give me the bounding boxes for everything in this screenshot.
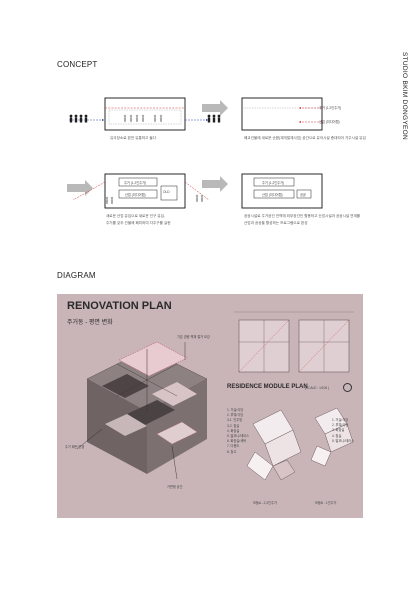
row2-right-caption-1: 공공시설로 주거공간 전역에 외부공간인 활용하고 산업시설과 공공시설 연계를 xyxy=(244,214,361,218)
arrow-right-icon xyxy=(202,100,228,116)
callout-bottom: 가변형 공간 xyxy=(167,485,183,489)
renovation-title: RENOVATION PLAN xyxy=(67,300,172,312)
module-a-plan xyxy=(246,409,302,481)
row2-box-old: OLD xyxy=(163,190,170,194)
legend-item: 2. 부엌/식당 xyxy=(332,423,349,428)
row2-left-diagram xyxy=(72,173,210,209)
concept-diagram xyxy=(67,97,323,209)
diagram-panel: RENOVATION PLAN 주거동 - 평면 변화 기존 경량 벽체 철거 … xyxy=(57,294,363,518)
diagram-title: DIAGRAM xyxy=(57,271,96,280)
row1-label-industry: 산업 (미디어랩) xyxy=(319,120,340,124)
callout-left: 주거 패턴 변경 xyxy=(65,445,85,449)
module-b-legend: 1. 거실/식당 2. 부엌/식당 3. 화장실 4. 침실 5. 발코니/테라… xyxy=(332,418,354,444)
legend-item: 5. 발코니/테라스 xyxy=(332,438,355,443)
module-b-label: 모듈B - 1인주거 xyxy=(315,501,337,505)
arrow-right-icon xyxy=(67,180,93,196)
floor-plans-top xyxy=(234,311,354,373)
row2-right-diagram xyxy=(241,173,323,209)
row2-left-caption-2: 주거를 갖추 간물에 폐치하여 자주구를 실현 xyxy=(106,221,171,225)
row2-right-housing: 주거 (1,2인주거) xyxy=(262,181,285,185)
legend-item: 5. 발코니/테라스 xyxy=(227,434,250,439)
row1-right-caption: 폐교건물에 새로운 순환(재개발재사업) 공간으로 유아시설 증대되어 거주시설… xyxy=(244,136,366,140)
people-icon xyxy=(207,114,221,123)
row2-box-industry: 산업 (미디어랩) xyxy=(125,193,146,197)
north-arrow-icon xyxy=(343,383,352,392)
legend-item: 8. 창고 xyxy=(227,449,237,454)
people-icon xyxy=(69,114,88,123)
module-a-label: 모듈A - 2,3인주거 xyxy=(253,501,277,505)
legend-item: 1. 거실/식당 xyxy=(332,418,349,422)
legend-item: 4. 침실 xyxy=(332,433,342,438)
legend-item: 2. 부엌/식당 xyxy=(227,413,244,418)
row1-right-diagram xyxy=(241,97,323,131)
legend-item: 4. 화장실 xyxy=(227,428,240,433)
legend-item: 7. 다용도 xyxy=(227,444,240,449)
renovation-isometric xyxy=(76,341,208,480)
row2-right-industry: 산업 (미디어랩) xyxy=(262,193,283,197)
people-icon xyxy=(123,114,163,122)
legend-item: 3-1. 인주방 xyxy=(227,418,243,423)
people-icon xyxy=(105,194,204,204)
row2-right-public: 공공 xyxy=(300,193,306,197)
row2-box-housing: 주거 (1,2인주거) xyxy=(124,181,147,185)
legend-item: 3-2. 침실 xyxy=(227,423,240,428)
module-a-legend: 1. 거실/식당 2. 부엌/식당 3-1. 인주방 3-2. 침실 4. 화장… xyxy=(227,408,249,455)
studio-side-title: STUDIO BKIM DONGYEON xyxy=(401,52,408,140)
module-plan-scale: (SCALE : 1/100 ) xyxy=(305,386,330,390)
row2-left-caption-1: 새로운 산업 유입으로 새로운 인구 유입, xyxy=(106,214,165,218)
arrow-right-icon xyxy=(202,176,228,192)
legend-item: 3. 화장실 xyxy=(332,428,345,433)
row1-left-diagram xyxy=(69,97,209,131)
row2-right-caption-2: 산업과 공공을 활성하는 프로그램으로 완성 xyxy=(244,221,308,225)
module-plans xyxy=(246,407,354,481)
module-b-plan xyxy=(310,407,354,467)
row1-left-caption: 유극장소로 완전 유통하고 들다 xyxy=(110,136,156,140)
legend-item: 1. 거실/식당 xyxy=(227,408,244,412)
renovation-subtitle: 주거동 - 평면 변화 xyxy=(67,320,113,326)
module-plan-title: RESIDENCE MODULE PLAN xyxy=(227,384,308,390)
concept-title: CONCEPT xyxy=(57,60,98,69)
row1-label-housing: 주거 (1,2인주거) xyxy=(319,106,342,110)
callout-top: 기존 경량 벽체 철거 보강 xyxy=(177,335,210,339)
legend-item: 6. 화장실/세탁 xyxy=(227,439,247,444)
